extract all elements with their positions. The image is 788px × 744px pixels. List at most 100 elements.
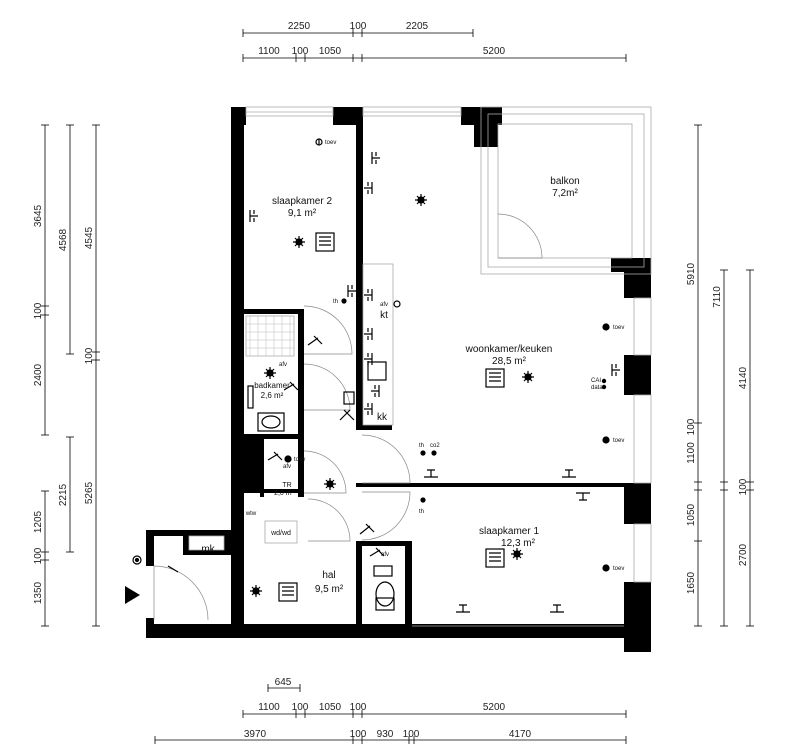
dim-left-outer-f: 1350	[33, 581, 44, 604]
label-mk: mk	[201, 544, 215, 555]
room-name-badkamer: badkamer	[254, 381, 290, 390]
switch-icon	[359, 523, 375, 535]
smoke-detector-icon	[602, 436, 610, 444]
room-name-balkon: balkon	[550, 176, 579, 187]
socket-icon	[364, 403, 373, 415]
ceiling-light-icon	[264, 367, 276, 379]
room-area-slaapkamer1: 12,3 m²	[501, 538, 536, 549]
thermostat-icon	[341, 298, 347, 304]
switch-icon	[267, 451, 283, 461]
smoke-detector-icon	[315, 138, 323, 146]
switch-icon	[339, 409, 355, 421]
dim-bot2-b: 100	[350, 729, 367, 740]
dim-right-inner-e: 1650	[686, 571, 697, 594]
dim-left-inner-a: 4545	[84, 226, 95, 249]
washbasin-icon	[257, 412, 285, 432]
small-basin-icon	[373, 565, 393, 577]
label-toev-4: toev	[613, 566, 624, 572]
label-kt: kt	[380, 310, 388, 321]
label-th-1: th	[333, 299, 338, 305]
label-toev-1: toev	[325, 140, 336, 146]
shower-tile-pattern	[246, 316, 294, 356]
dim-right-inner-d: 1050	[686, 503, 697, 526]
smoke-detector-icon	[602, 323, 610, 331]
socket-icon	[249, 210, 258, 222]
dim-right-inner-c: 100	[686, 418, 697, 435]
room-name-slaapkamer2: slaapkamer 2	[272, 196, 332, 207]
socket-icon	[364, 328, 373, 340]
room-labels: slaapkamer 2 9,1 m² balkon 7,2m² woonkam…	[272, 176, 580, 595]
room-name-slaapkamer1: slaapkamer 1	[479, 526, 539, 537]
dim-left-outer-d: 1205	[33, 510, 44, 533]
socket-icon	[371, 385, 380, 397]
dim-left-outer-a: 3645	[33, 204, 44, 227]
dim-bot1-e: 5200	[483, 702, 506, 713]
room-area-slaapkamer2: 9,1 m²	[288, 208, 317, 219]
switch-icon	[283, 381, 299, 391]
socket-icon	[371, 152, 380, 164]
socket-icon	[576, 492, 590, 501]
thermostat-icon	[420, 497, 426, 503]
dim-bot2-c: 930	[377, 729, 394, 740]
dim-left-outer-b: 100	[33, 302, 44, 319]
dim-right-outer-d: 2700	[738, 543, 749, 566]
label-cai: CAI	[591, 378, 601, 384]
dim-bot1-c: 1050	[319, 702, 342, 713]
dimension-lines	[41, 29, 754, 744]
socket-icon	[424, 469, 438, 478]
label-data: data	[591, 385, 603, 391]
label-kk: kk	[377, 412, 388, 423]
ceiling-light-icon	[250, 585, 262, 597]
ceiling-light-icon	[511, 548, 523, 560]
label-afv-1: afv	[380, 302, 388, 308]
socket-icon	[364, 353, 373, 365]
radiator-icon	[485, 368, 505, 388]
radiator-icon	[315, 232, 335, 252]
data-outlet-icon	[601, 384, 607, 390]
dim-right-outer-a: 7110	[712, 286, 723, 308]
toilet-icon	[375, 581, 395, 611]
label-wdwd: wd/wd	[270, 530, 291, 537]
room-name-tr: TR	[282, 482, 291, 489]
dimension-labels: 2250 100 2205 1100 100 1050 5200 645 110…	[33, 21, 749, 740]
label-toev-3: toev	[613, 438, 624, 444]
symbols	[132, 138, 620, 613]
smoke-detector-icon	[393, 300, 401, 308]
boiler-icon	[343, 391, 355, 405]
dim-bot2-a: 3970	[244, 729, 267, 740]
dim-top1-c: 2205	[406, 21, 429, 32]
dim-top1-a: 2250	[288, 21, 311, 32]
dim-top1-b: 100	[350, 21, 367, 32]
dim-top2-d: 5200	[483, 46, 506, 57]
ceiling-light-icon	[324, 478, 336, 490]
dim-bot1-a: 1100	[258, 702, 280, 713]
dim-right-inner-a: 5910	[686, 262, 697, 285]
smoke-detector-icon	[602, 564, 610, 572]
label-afv-2: afv	[279, 362, 287, 368]
socket-icon	[550, 604, 564, 613]
dim-bottom-small: 645	[275, 677, 292, 688]
room-area-woonkamer: 28,5 m²	[492, 356, 527, 367]
label-th-3: th	[419, 509, 424, 515]
socket-icon	[364, 289, 373, 301]
label-toev-2: toev	[613, 325, 624, 331]
dim-bot2-e: 4170	[509, 729, 532, 740]
dim-top2-c: 1050	[319, 46, 342, 57]
dim-top2-a: 1100	[258, 46, 280, 57]
ceiling-light-icon	[415, 194, 427, 206]
cai-outlet-icon	[601, 378, 607, 384]
entrance-arrow-icon	[125, 586, 140, 604]
dim-right-outer-b: 4140	[738, 366, 749, 389]
dim-bot1-d: 100	[350, 702, 367, 713]
label-toev-5: toev	[294, 457, 305, 463]
socket-icon	[347, 285, 356, 297]
dim-left-middle-b: 2215	[58, 483, 69, 506]
doorbell-icon	[132, 555, 142, 565]
dim-right-outer-c: 100	[738, 478, 749, 495]
room-name-woonkamer: woonkamer/keuken	[465, 344, 553, 355]
socket-icon	[364, 182, 373, 194]
dim-bot2-d: 100	[403, 729, 420, 740]
switch-icon	[167, 565, 179, 573]
dim-left-inner-c: 5265	[84, 481, 95, 504]
walls	[146, 107, 651, 652]
